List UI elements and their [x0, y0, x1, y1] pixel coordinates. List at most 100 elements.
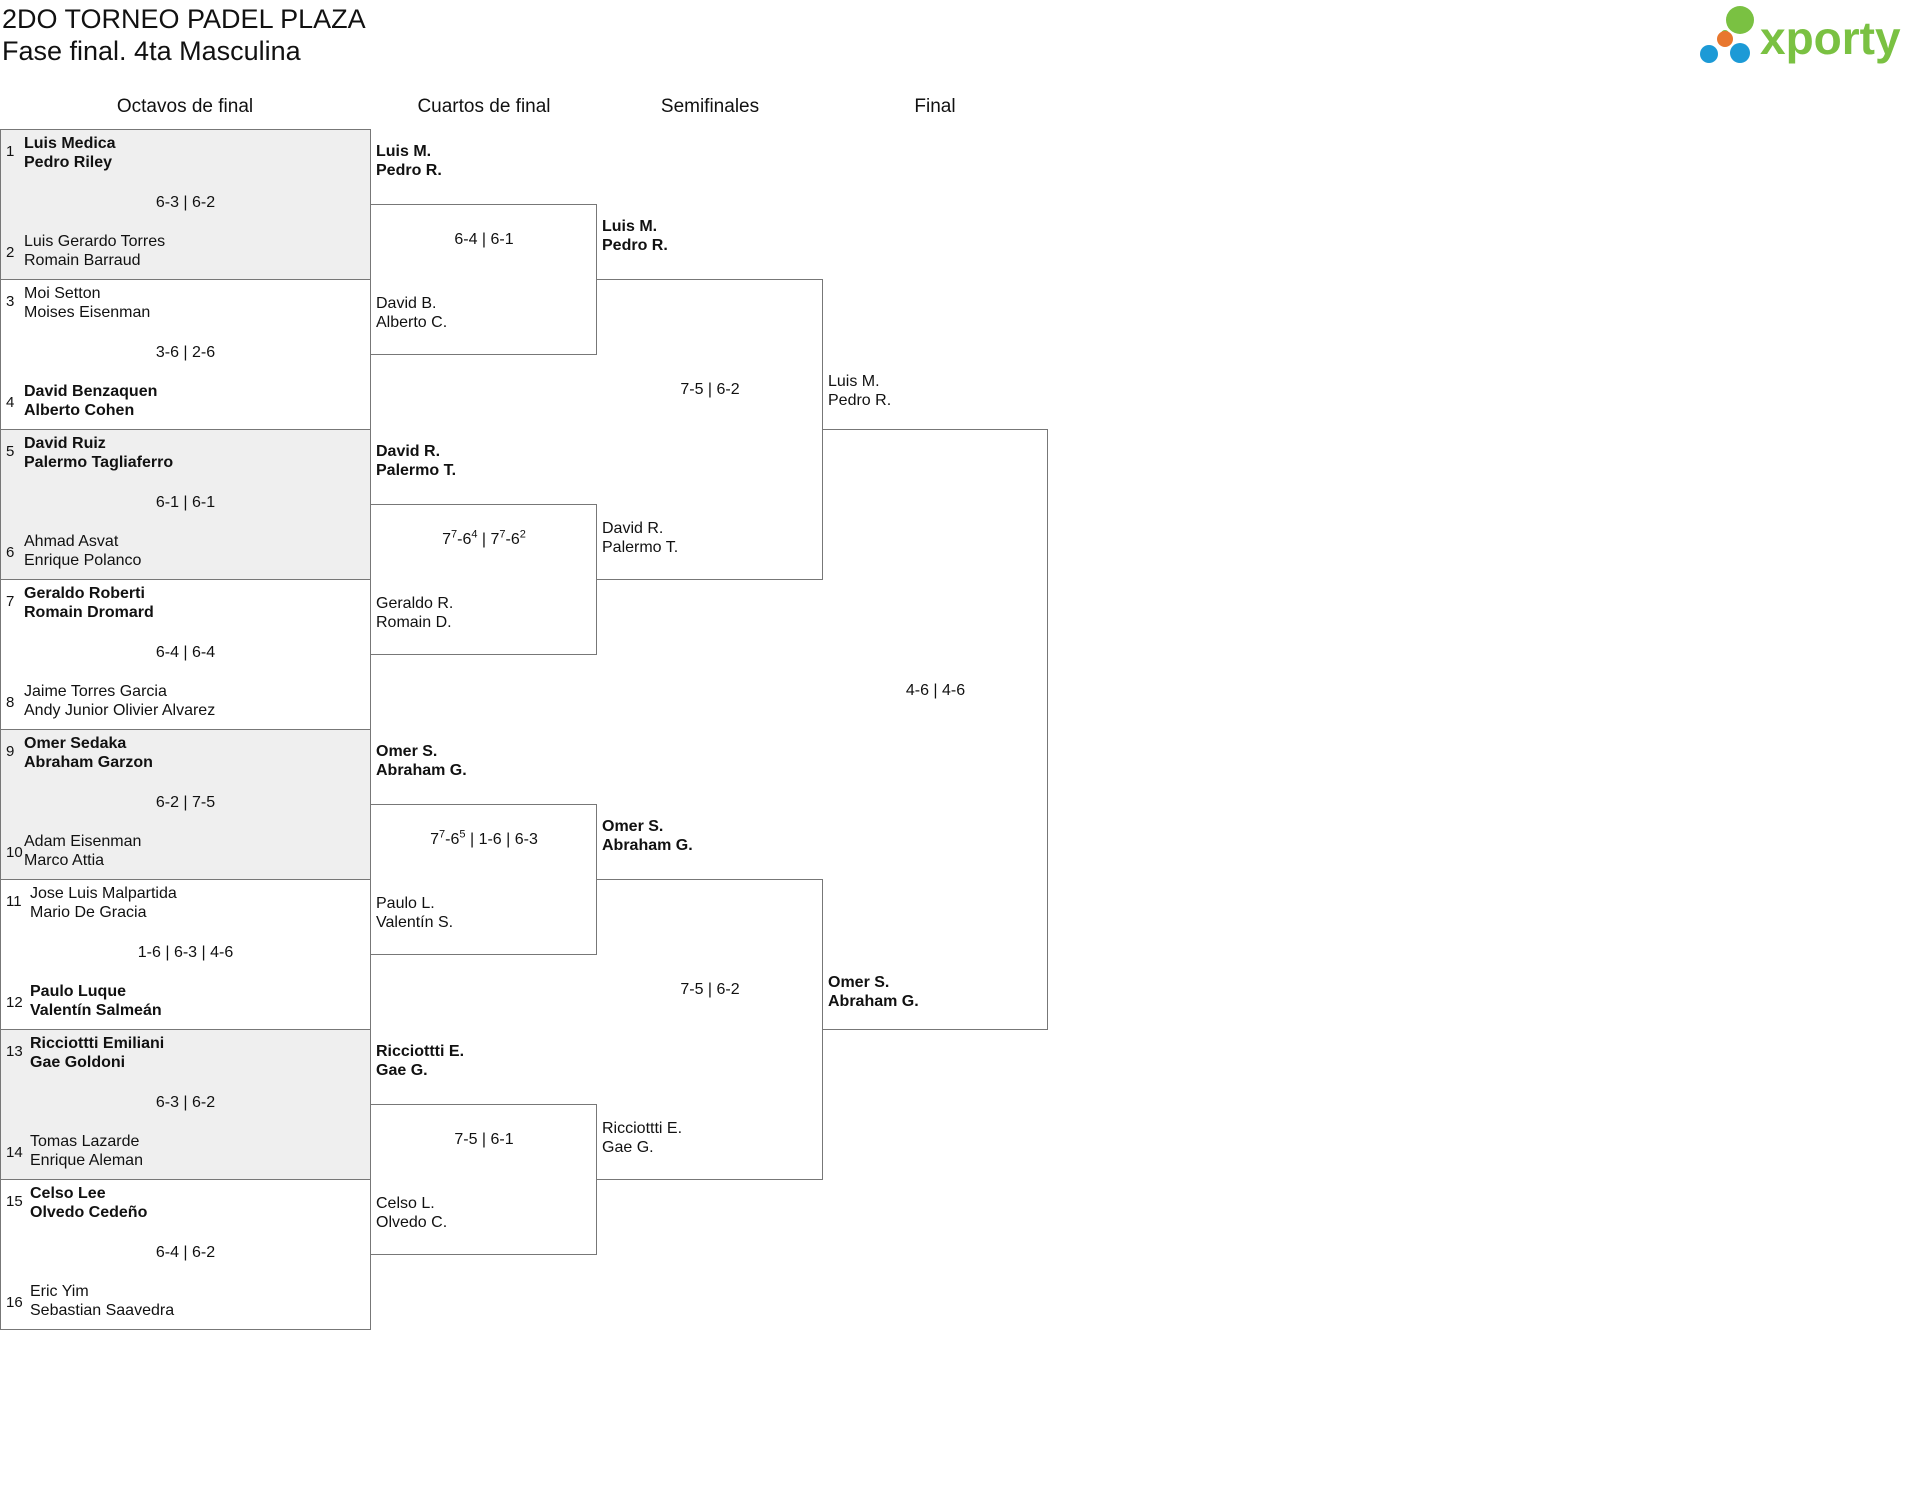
player-name: Jose Luis Malpartida [30, 885, 177, 902]
seed-number: 1 [6, 143, 15, 160]
player-name: Geraldo Roberti [24, 585, 145, 602]
seed-number: 3 [6, 293, 15, 310]
player-name: Enrique Aleman [30, 1152, 143, 1169]
match-score: 7-5 | 6-2 [680, 381, 740, 398]
player-name: Palermo T. [602, 539, 679, 556]
match-r16-8[interactable] [0, 1179, 371, 1330]
player-name: Luis Gerardo Torres [24, 233, 166, 250]
match-r16-1[interactable] [0, 129, 371, 280]
seed-number: 5 [6, 443, 15, 460]
team-top: Ricciottti E.Gae G. [376, 1042, 464, 1080]
match-sf-1[interactable] [597, 279, 823, 580]
logo-dot-blue-right [1730, 43, 1750, 63]
player-name: Omer S. [602, 818, 664, 835]
player-name: Gae G. [376, 1062, 428, 1079]
seed-number: 14 [6, 1144, 23, 1161]
player-name: Abraham Garzon [24, 754, 153, 771]
player-name: David B. [376, 295, 437, 312]
player-name: Celso L. [376, 1195, 435, 1212]
player-name: Palermo T. [376, 462, 457, 479]
team-bottom: Paulo L.Valentín S. [376, 894, 453, 932]
player-name: Mario De Gracia [30, 904, 147, 921]
player-name: Olvedo C. [376, 1214, 448, 1231]
player-name: Ricciottti Emiliani [30, 1035, 165, 1052]
match-score: 6-4 | 6-1 [454, 231, 514, 248]
seed-number: 12 [6, 994, 23, 1011]
seed-number: 13 [6, 1043, 23, 1060]
round-header-cuartos: Cuartos de final [417, 96, 551, 117]
logo-dot-orange [1717, 31, 1733, 47]
round-header-semifinales: Semifinales [660, 96, 760, 117]
player-name: Alberto Cohen [24, 402, 135, 419]
match-qf-1[interactable] [371, 204, 597, 355]
player-name: Marco Attia [24, 852, 105, 869]
team-bottom: Ricciottti E. Gae G. [602, 1119, 682, 1157]
tournament-subtitle: Fase final. 4ta Masculina [2, 36, 301, 66]
match-score: 6-3 | 6-2 [155, 1094, 216, 1111]
player-name: Sebastian Saavedra [30, 1302, 175, 1319]
seed-number: 7 [6, 593, 15, 610]
match-r16-7[interactable] [0, 1029, 371, 1180]
player-name: Ahmad Asvat [24, 533, 119, 550]
player-name: Pedro R. [828, 392, 892, 409]
seed-number: 11 [6, 893, 22, 910]
round-header-octavos: Octavos de final [116, 96, 254, 117]
player-name: Moises Eisenman [24, 304, 151, 321]
player-name: Romain Dromard [24, 604, 154, 621]
seed-number: 4 [6, 394, 15, 411]
player-name: Jaime Torres Garcia [24, 683, 167, 700]
player-name: Geraldo R. [376, 595, 454, 612]
match-qf-3[interactable] [371, 804, 597, 955]
match-sf-2[interactable] [597, 879, 823, 1180]
match-final[interactable] [823, 429, 1048, 1030]
team-top: Omer S. Abraham G. [602, 817, 693, 855]
player-name: Moi Setton [24, 285, 101, 302]
team-bottom: David B.Alberto C. [376, 294, 447, 332]
player-name: Pedro Riley [24, 154, 113, 171]
player-name: Abraham G. [376, 762, 467, 779]
match-qf-4[interactable] [371, 1104, 597, 1255]
player-name: Tomas Lazarde [30, 1133, 140, 1150]
player-name: Luis M. [376, 143, 432, 160]
team-top: Luis M.Pedro R. [602, 217, 668, 255]
player-name: Gae G. [602, 1139, 654, 1156]
player-name: David R. [376, 443, 441, 460]
team-top: Omer S.Abraham G. [376, 742, 467, 780]
match-score: 4-6 | 4-6 [905, 682, 966, 699]
match-r16-3[interactable] [0, 429, 371, 580]
match-qf-2[interactable] [371, 504, 597, 655]
match-score: 77-64 | 77-62 [442, 528, 526, 548]
xporty-logo: xporty [1700, 6, 1901, 64]
match-score: 6-2 | 7-5 [155, 794, 216, 811]
match-r16-5[interactable] [0, 729, 371, 880]
player-name: Omer Sedaka [24, 735, 127, 752]
player-name: David Ruiz [24, 435, 106, 452]
player-name: Ricciottti E. [602, 1120, 683, 1137]
seed-number: 10 [6, 844, 23, 861]
player-name: David Benzaquen [24, 383, 158, 400]
round-header-final: Final [914, 96, 956, 117]
player-name: Paulo Luque [30, 983, 126, 1000]
team-top: David R. Palermo T. [376, 442, 456, 480]
player-name: Abraham G. [602, 837, 693, 854]
player-name: Gae Goldoni [30, 1054, 126, 1071]
player-name: Pedro R. [602, 237, 668, 254]
seed-number: 2 [6, 244, 15, 261]
player-name: Omer S. [828, 974, 890, 991]
player-name: Pedro R. [376, 162, 442, 179]
player-name: Luis M. [828, 373, 880, 390]
player-name: Enrique Polanco [24, 552, 142, 569]
seed-number: 9 [6, 743, 15, 760]
team-bottom: Geraldo R.Romain D. [376, 594, 453, 632]
team-bottom: David R.Palermo T. [602, 519, 678, 557]
tournament-title: 2DO TORNEO PADEL PLAZA [2, 4, 366, 34]
